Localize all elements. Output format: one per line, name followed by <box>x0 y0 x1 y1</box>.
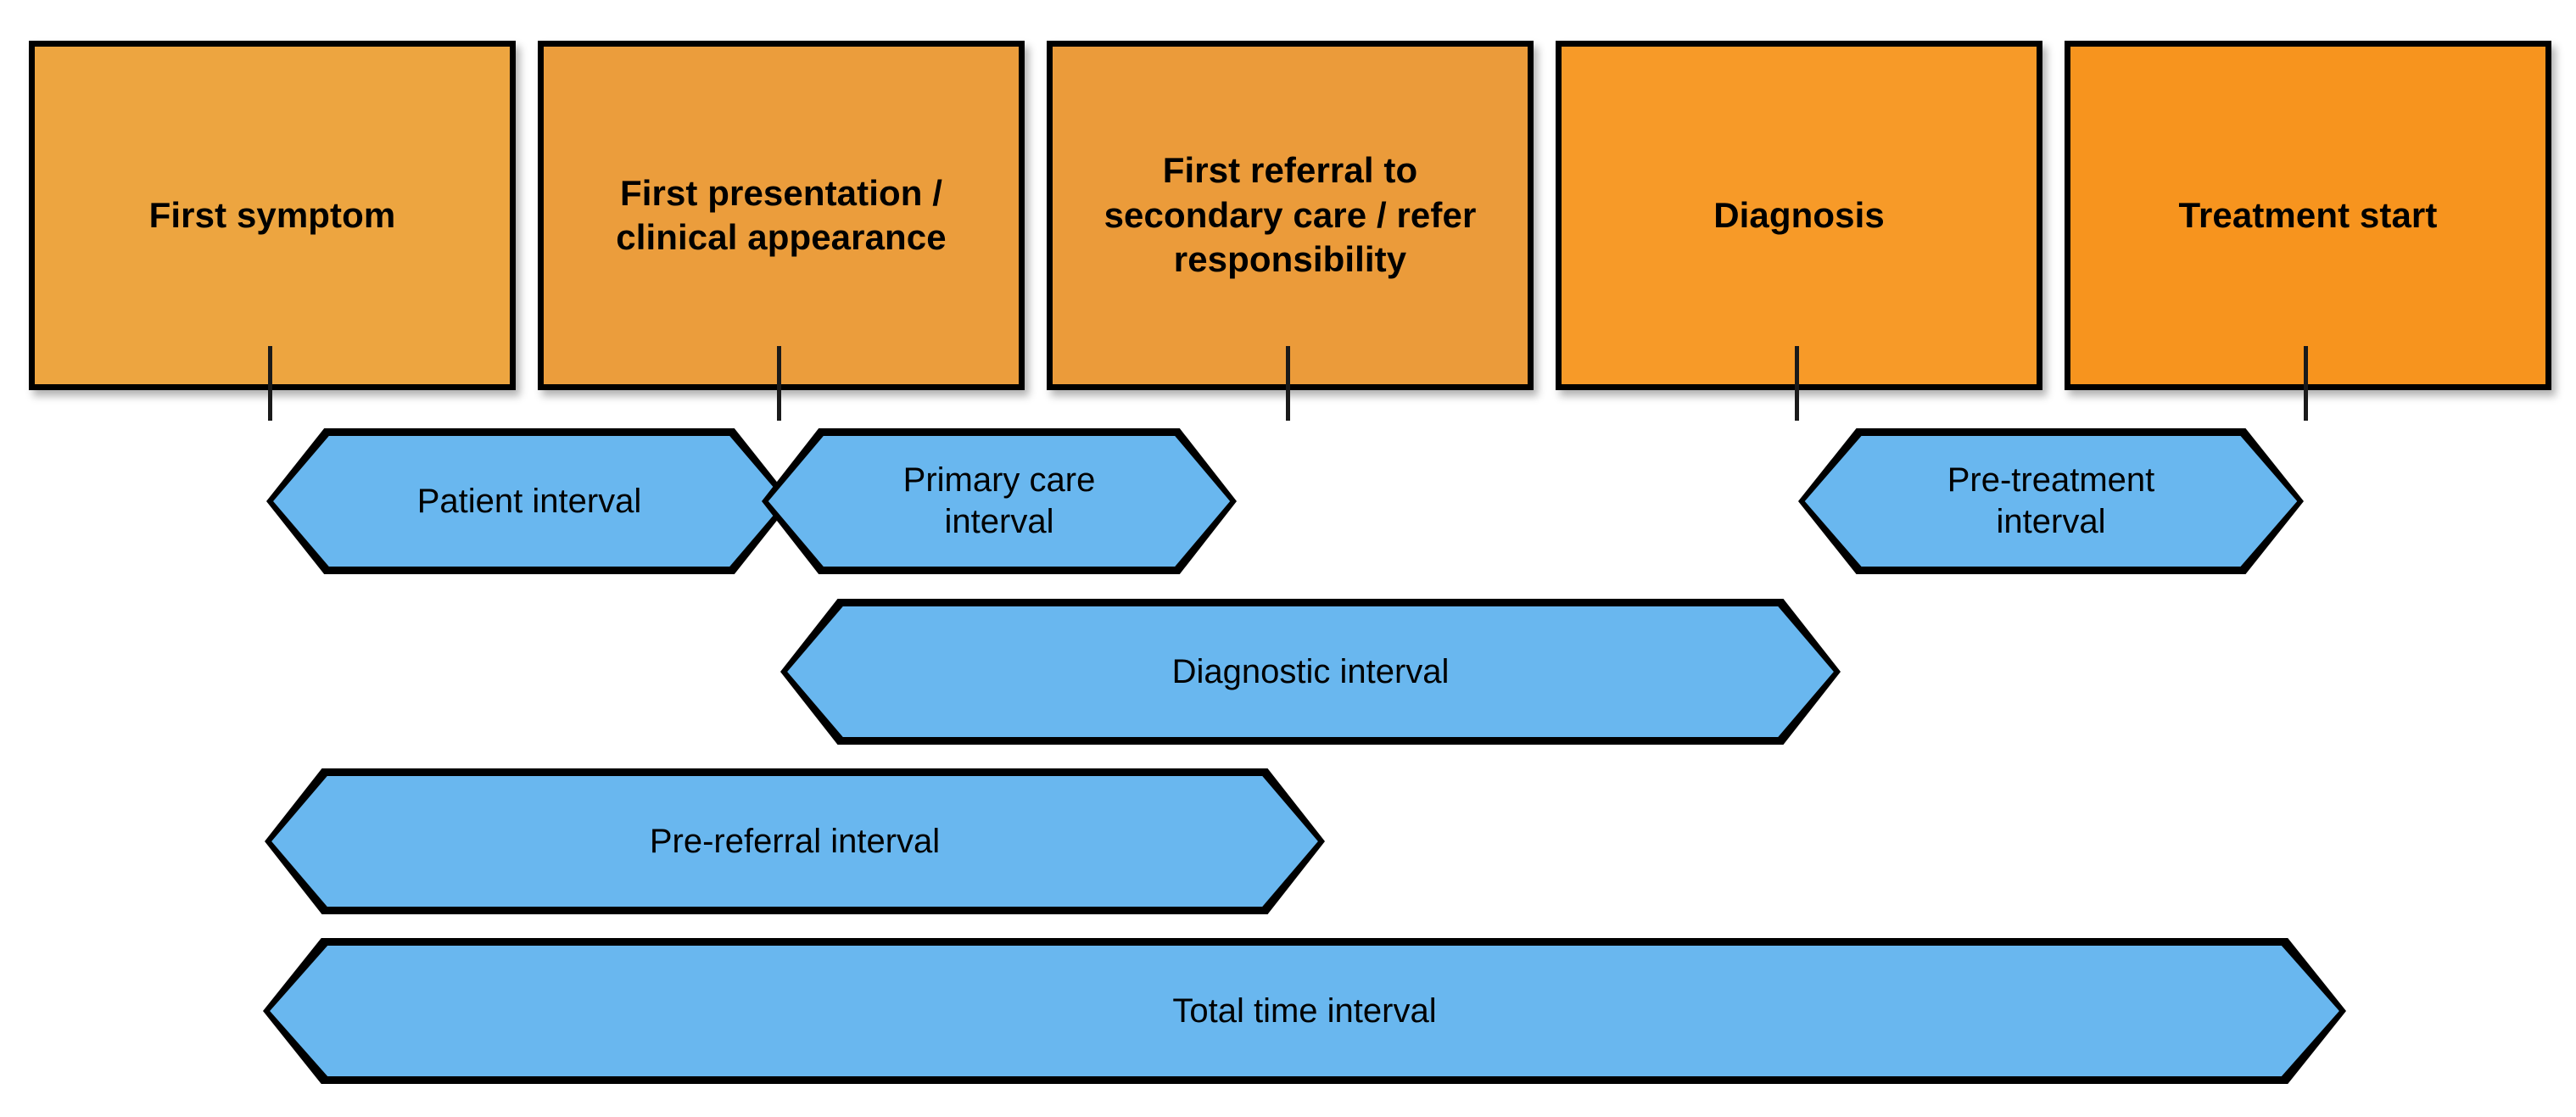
interval-fill <box>270 945 2339 1077</box>
tick-mark-first-symptom <box>268 346 272 421</box>
interval-fill <box>787 606 1834 738</box>
milestone-box-diagnosis[interactable]: Diagnosis <box>1556 41 2042 390</box>
interval-fill <box>273 435 785 567</box>
interval-fill <box>1804 435 2298 567</box>
milestone-box-first-presentation[interactable]: First presentation / clinical appearance <box>538 41 1025 390</box>
milestone-label: First symptom <box>148 194 396 235</box>
interval-arrow-diagnostic-interval[interactable]: Diagnostic interval <box>780 599 1841 745</box>
interval-fill <box>271 775 1318 908</box>
interval-label: Total time interval <box>1172 991 1437 1030</box>
interval-arrow-total-time-interval[interactable]: Total time interval <box>263 938 2346 1084</box>
interval-fill <box>768 435 1231 567</box>
tick-mark-first-referral <box>1286 346 1290 421</box>
interval-arrow-primary-care-interval[interactable]: Primary care interval <box>762 428 1237 574</box>
milestone-label: Diagnosis <box>1713 194 1885 235</box>
interval-label: Primary care interval <box>902 461 1096 540</box>
interval-label: Diagnostic interval <box>1171 652 1450 690</box>
milestone-label: First referral to secondary care / refer… <box>1104 150 1477 280</box>
milestone-box-first-symptom[interactable]: First symptom <box>29 41 516 390</box>
milestone-box-treatment-start[interactable]: Treatment start <box>2065 41 2551 390</box>
tick-mark-diagnosis <box>1795 346 1799 421</box>
interval-label: Pre-treatment interval <box>1947 461 2155 540</box>
interval-arrow-patient-interval[interactable]: Patient interval <box>266 428 792 574</box>
tick-mark-first-presentation <box>777 346 781 421</box>
interval-arrow-pre-treatment-interval[interactable]: Pre-treatment interval <box>1798 428 2304 574</box>
milestone-label: First presentation / clinical appearance <box>616 172 947 258</box>
tick-mark-treatment-start <box>2304 346 2308 421</box>
milestone-box-first-referral[interactable]: First referral to secondary care / refer… <box>1047 41 1534 390</box>
interval-label: Patient interval <box>416 482 642 520</box>
interval-label: Pre-referral interval <box>649 822 941 860</box>
interval-arrow-pre-referral-interval[interactable]: Pre-referral interval <box>265 768 1325 914</box>
milestone-label: Treatment start <box>2178 194 2438 235</box>
